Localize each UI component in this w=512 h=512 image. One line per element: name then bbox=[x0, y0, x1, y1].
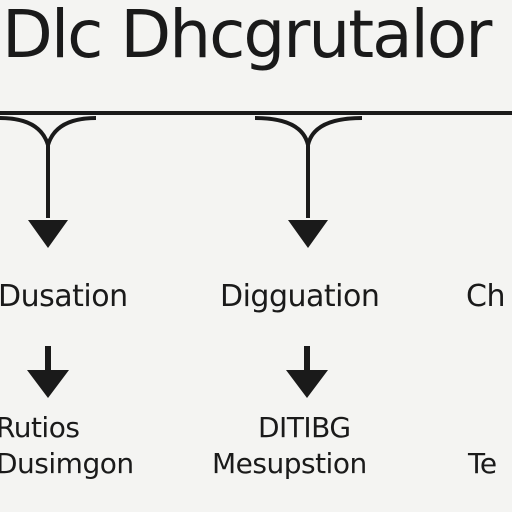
node-level2-0-line1: Rutios bbox=[0, 411, 80, 444]
arrow-head-left bbox=[28, 220, 68, 248]
node-level2-0-line2: Dusimgon bbox=[0, 447, 134, 480]
branch-curve-left bbox=[0, 116, 50, 218]
node-level1-0: Dusation bbox=[0, 279, 128, 314]
arrow-head-mid bbox=[288, 220, 328, 248]
branch-curve-mid-b bbox=[306, 116, 363, 146]
diagram-title: Dlc Dhcgrutalor bbox=[2, 0, 492, 73]
arrow-head-mid-2 bbox=[286, 370, 328, 398]
node-level2-1-line2: Mesupstion bbox=[212, 447, 367, 480]
node-level1-1: Digguation bbox=[220, 279, 380, 314]
branch-curve-left-b bbox=[46, 116, 97, 146]
node-level2-2-line2: Te bbox=[468, 447, 497, 480]
branch-curve-mid-a bbox=[254, 116, 310, 218]
node-level1-2: Ch bbox=[466, 279, 505, 314]
node-level2-1-line1: DITIBG bbox=[258, 411, 351, 444]
arrow-head-left-2 bbox=[27, 370, 69, 398]
